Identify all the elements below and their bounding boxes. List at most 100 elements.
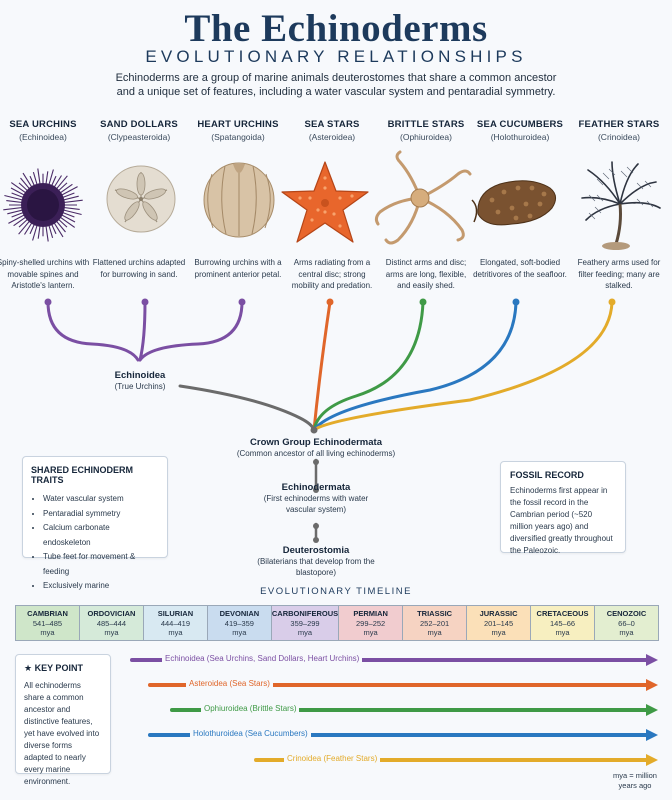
node-subtitle: (True Urchins): [114, 382, 166, 391]
branch-sea-cucumbers: [312, 300, 518, 432]
node-subtitle: (Common ancestor of all living echinoder…: [236, 449, 396, 458]
traits-list: Water vascular system Pentaradial symmet…: [31, 492, 159, 594]
period-range: 252–201: [419, 619, 450, 628]
key-point-body: All echinoderms share a common ancestor …: [24, 681, 100, 786]
group-name: HEART URCHINS: [197, 119, 279, 130]
group-header-sea-stars: SEA STARS (Asteroidea): [284, 119, 380, 142]
fossil-record-box: FOSSIL RECORD Echinoderms first appear i…: [500, 461, 626, 555]
animal-illustrations: [3, 150, 661, 250]
group-header-feather-stars: FEATHER STARS (Crinoidea): [571, 119, 667, 142]
sea-cucumber-illustration: [471, 180, 556, 226]
trait-item: Tube feet for movement & feeding: [43, 550, 159, 579]
node-title: Echinodermata: [281, 482, 351, 493]
period-range: 444–419: [160, 619, 191, 628]
key-point-box: ★ KEY POINT All echinoderms share a comm…: [15, 654, 111, 786]
branch-heart-urchins: [138, 300, 244, 362]
period-name: PERMIAN: [353, 609, 388, 618]
branch-sea-urchins: [46, 300, 140, 362]
fossil-body: Echinoderms first appear in the fossil r…: [510, 486, 613, 555]
group-desc-sea-stars: Arms radiating from a central disc; stro…: [291, 258, 373, 290]
group-latin: (Clypeasteroida): [107, 132, 171, 142]
node-subtitle: (First echinoderms with water vascular s…: [263, 494, 369, 514]
node-echinodermata: Echinodermata (First echinoderms with wa…: [256, 482, 376, 515]
node-echinoidea: Echinoidea (True Urchins): [90, 370, 190, 393]
node-subtitle: (Bilaterians that develop from the blast…: [257, 557, 375, 577]
group-desc-sea-urchins: Spiny-shelled urchins with movable spine…: [0, 258, 90, 290]
intro-text: Echinoderms are a group of marine animal…: [115, 72, 557, 98]
trait-item: Pentaradial symmetry: [43, 507, 159, 522]
node-title: Crown Group Echinodermata: [250, 437, 382, 448]
period-range: 419–359: [224, 619, 254, 628]
period-name: CRETACEOUS: [536, 609, 589, 618]
period-range: 359–299: [290, 619, 320, 628]
key-point-title: ★ KEY POINT: [24, 663, 102, 674]
group-header-sea-cucumbers: SEA CUCUMBERS (Holothuroidea): [472, 119, 568, 142]
group-header-sand-dollars: SAND DOLLARS (Clypeasteroida): [91, 119, 187, 142]
group-name: SEA CUCUMBERS: [476, 119, 564, 130]
fossil-title: FOSSIL RECORD: [510, 470, 584, 480]
period-range: 541–485: [32, 619, 63, 628]
period-name: CENOZOIC: [606, 609, 647, 618]
period-range: 299–252: [356, 619, 386, 628]
group-name: SAND DOLLARS: [100, 119, 178, 130]
period-name: CAMBRIAN: [27, 609, 68, 618]
period-unit: mya: [363, 628, 378, 637]
group-header-sea-urchins: SEA URCHINS (Echinoidea): [0, 119, 91, 142]
group-name: SEA STARS: [304, 119, 360, 130]
group-desc-sea-cucumbers: Elongated, soft-bodied detritivores of t…: [473, 258, 567, 279]
group-header-heart-urchins: HEART URCHINS (Spatangoida): [190, 119, 286, 142]
group-latin: (Spatangoida): [211, 132, 265, 142]
feather-star-illustration: [581, 161, 661, 250]
period-name: TRIASSIC: [417, 609, 453, 618]
branch-brittle-stars: [312, 300, 425, 432]
page-subtitle: EVOLUTIONARY RELATIONSHIPS: [145, 47, 527, 66]
shared-traits-box: SHARED ECHINODERM TRAITS Water vascular …: [22, 456, 168, 590]
page-title: The Echinoderms: [184, 7, 488, 50]
brittle-star-illustration: [374, 150, 472, 245]
branch-sand-dollars: [138, 300, 147, 362]
branch-feather-stars: [312, 300, 614, 432]
branch-echinoidea-stem: [178, 384, 316, 432]
group-latin: (Echinoidea): [19, 132, 67, 142]
node-deuterostomia: Deuterostomia (Bilaterians that develop …: [256, 545, 376, 578]
period-name: JURASSIC: [479, 609, 518, 618]
group-latin: (Crinoidea): [597, 132, 641, 142]
period-unit: mya: [491, 628, 506, 637]
timeline-note: mya = million years ago: [613, 771, 657, 790]
period-unit: mya: [40, 628, 55, 637]
lineage-label-holothuroidea: Holothuroidea (Sea Cucumbers): [190, 729, 311, 738]
group-desc-brittle-stars: Distinct arms and disc; arms are long, f…: [385, 258, 467, 290]
period-name: SILURIAN: [157, 609, 194, 618]
lineage-label-echinoidea: Echinoidea (Sea Urchins, Sand Dollars, H…: [162, 654, 363, 663]
period-range: 485–444: [96, 619, 127, 628]
timeline-title: EVOLUTIONARY TIMELINE: [260, 586, 412, 597]
period-name: ORDOVICIAN: [87, 609, 136, 618]
period-name: DEVONIAN: [219, 609, 260, 618]
branch-sea-stars: [312, 300, 332, 432]
group-latin: (Holothuroidea): [490, 132, 550, 142]
trait-item: Water vascular system: [43, 492, 159, 507]
period-range: 201–145: [483, 619, 514, 628]
group-name: SEA URCHINS: [9, 119, 77, 130]
sea-urchin-illustration: [3, 168, 83, 242]
trait-item: Calcium carbonate endoskeleton: [43, 521, 159, 550]
period-range: 66–0: [618, 619, 635, 628]
key-point-title-text: KEY POINT: [34, 663, 83, 673]
group-desc-heart-urchins: Burrowing urchins with a prominent anter…: [194, 258, 282, 279]
period-unit: mya: [297, 628, 313, 637]
period-unit: mya: [619, 628, 634, 637]
group-name: BRITTLE STARS: [387, 119, 465, 130]
period-unit: mya: [168, 628, 183, 637]
group-latin: (Ophiuroidea): [400, 132, 452, 142]
lineage-label-crinoidea: Crinoidea (Feather Stars): [284, 754, 381, 763]
sea-star-illustration: [281, 161, 369, 243]
